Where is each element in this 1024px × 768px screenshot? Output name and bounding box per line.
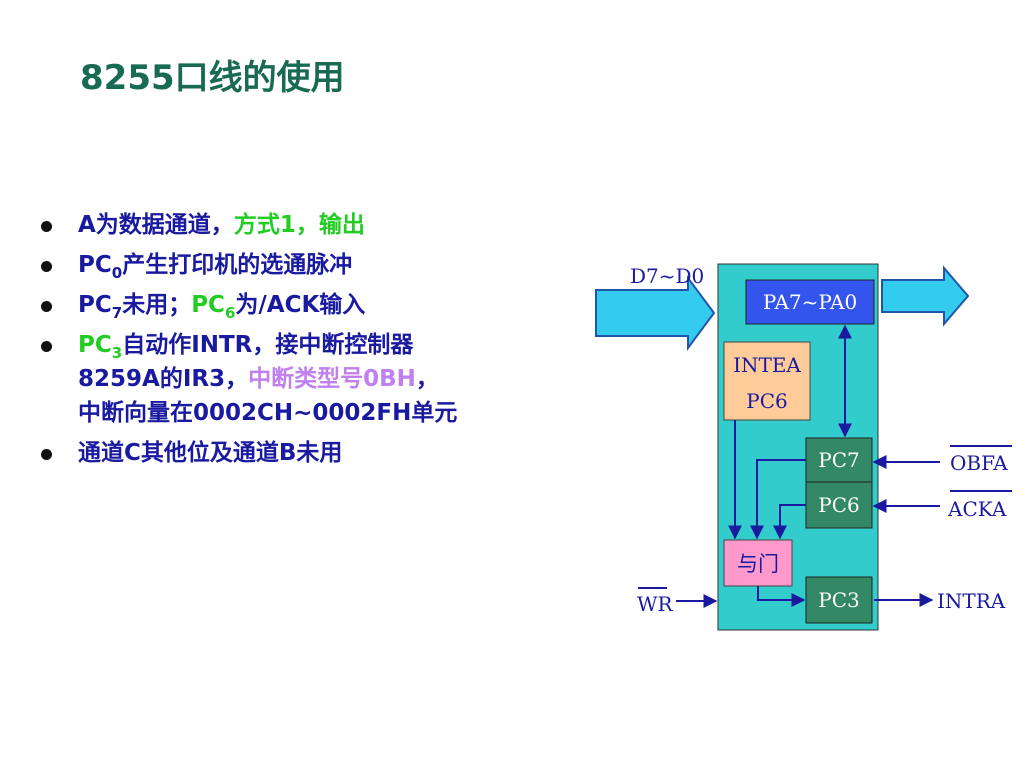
subscript: 7 bbox=[111, 304, 123, 322]
wr-label: WR bbox=[637, 592, 674, 616]
bullet-text: 自动作INTR，接中断控制器 bbox=[122, 332, 414, 358]
bullet-text: 通道C其他位及通道B未用 bbox=[78, 440, 343, 466]
pc7-label: PC7 bbox=[818, 448, 859, 472]
and-gate-block bbox=[723, 539, 793, 587]
gate-to-pc3-wire bbox=[757, 586, 806, 607]
bullet-dot-icon bbox=[41, 449, 52, 460]
bullet-list: A为数据通道，方式1，输出 PC0产生打印机的选通脉冲 PC7未用；PC6为/A… bbox=[36, 208, 457, 476]
pc7-to-gate-wire bbox=[750, 459, 806, 540]
bullet-text: PC bbox=[78, 252, 112, 278]
bus-label: D7~D0 bbox=[630, 264, 704, 288]
bullet-dot-icon bbox=[41, 341, 52, 352]
intea-pc6-label: PC6 bbox=[746, 389, 787, 413]
port-a-output-arrow-icon bbox=[881, 265, 970, 327]
subscript: 3 bbox=[111, 344, 123, 362]
bullet-text: 产生打印机的选通脉冲 bbox=[122, 252, 353, 278]
and-gate-label: 与门 bbox=[737, 552, 779, 576]
bullet-text: 为/ACK输入 bbox=[235, 292, 366, 318]
bullet-text: 8259A的IR3， bbox=[78, 366, 249, 392]
bullet-highlight: 中断类型号0BH bbox=[248, 366, 416, 392]
acka-label: ACKA bbox=[947, 497, 1007, 521]
bullet-item: 通道C其他位及通道B未用 bbox=[36, 436, 457, 470]
pc3-label: PC3 bbox=[818, 588, 859, 612]
bullet-text: 中断向量在0002CH~0002FH单元 bbox=[78, 400, 458, 426]
bullet-item: PC3自动作INTR，接中断控制器 8259A的IR3，中断类型号0BH， 中断… bbox=[36, 328, 457, 430]
pc6-label: PC6 bbox=[818, 493, 859, 517]
bullet-text: ， bbox=[415, 366, 439, 392]
intea-label: INTEA bbox=[733, 353, 801, 377]
data-bus-input-arrow-icon bbox=[595, 274, 716, 352]
pc3-block bbox=[805, 576, 873, 624]
bullet-highlight: 方式1，输出 bbox=[233, 212, 365, 238]
bullet-item: PC0产生打印机的选通脉冲 bbox=[36, 248, 457, 282]
pc7-block bbox=[805, 437, 873, 483]
intra-label: INTRA bbox=[937, 589, 1006, 613]
bullet-dot-icon bbox=[41, 301, 52, 312]
subscript: 6 bbox=[224, 304, 236, 322]
subscript: 0 bbox=[111, 264, 123, 282]
bullet-item: A为数据通道，方式1，输出 bbox=[36, 208, 457, 242]
bullet-highlight: PC bbox=[191, 292, 225, 318]
bullet-item: PC7未用；PC6为/ACK输入 bbox=[36, 288, 457, 322]
bullet-text: PC bbox=[78, 292, 112, 318]
bullet-dot-icon bbox=[41, 261, 52, 272]
bullet-dot-icon bbox=[41, 221, 52, 232]
obfa-label: OBFA bbox=[950, 451, 1008, 475]
pa-block-label: PA7~PA0 bbox=[763, 290, 857, 314]
bullet-highlight: PC bbox=[78, 332, 112, 358]
pc6-to-gate-wire bbox=[773, 504, 806, 540]
pa-block bbox=[745, 279, 875, 325]
bullet-text: A为数据通道， bbox=[78, 212, 234, 238]
bullet-text: 未用； bbox=[122, 292, 192, 318]
intea-block bbox=[723, 341, 811, 421]
slide-title: 8255口线的使用 bbox=[80, 58, 345, 98]
